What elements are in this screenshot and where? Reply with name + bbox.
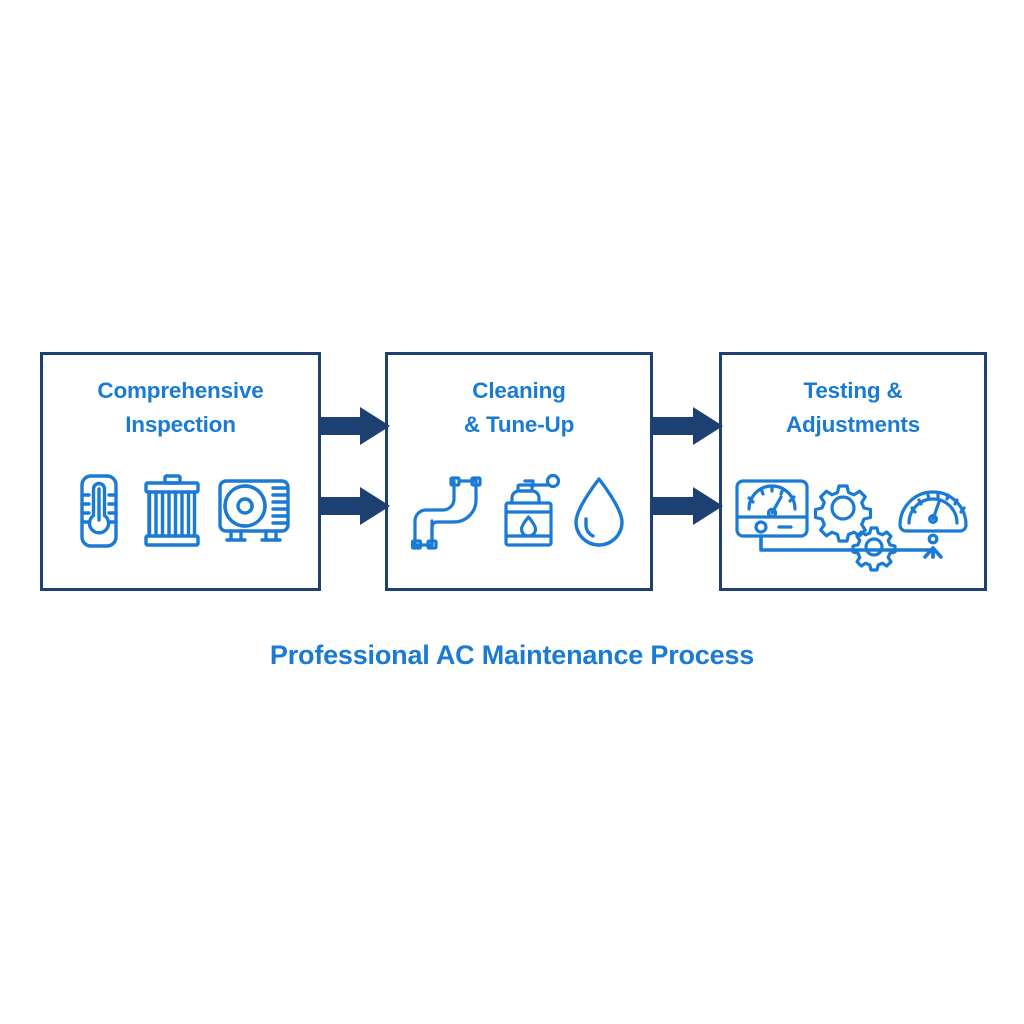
water-droplet-icon — [570, 475, 628, 556]
arrow-step2-to-step3-bottom — [651, 487, 723, 525]
step-title-testing-adjustments: Testing & Adjustments — [785, 378, 921, 438]
pressure-gauge-icon — [898, 490, 968, 545]
gears-icon — [813, 484, 897, 572]
multimeter-icon — [735, 479, 809, 538]
process-step-testing-adjustments[interactable]: Testing & Adjustments — [719, 352, 987, 591]
arrow-step1-to-step2-top — [318, 407, 390, 445]
thermometer-icon — [71, 473, 127, 554]
process-step-comprehensive-inspection[interactable]: Comprehensive Inspection — [40, 352, 321, 591]
icon-row-testing — [722, 473, 984, 573]
icon-row-inspection — [43, 473, 318, 554]
testing-icons-group — [735, 479, 968, 572]
step-title-comprehensive-inspection: Comprehensive Inspection — [97, 378, 264, 438]
icon-row-cleaning — [388, 473, 650, 558]
pipes-icon — [410, 475, 488, 556]
arrow-step2-to-step3-top — [651, 407, 723, 445]
spray-canister-icon — [498, 473, 561, 558]
step-title-cleaning-tune-up: Cleaning & Tune-Up — [463, 378, 575, 438]
air-filter-icon — [141, 473, 203, 554]
process-step-cleaning-tune-up[interactable]: Cleaning & Tune-Up — [385, 352, 653, 591]
connector-wire — [759, 534, 943, 559]
ac-condenser-unit-icon — [217, 475, 291, 552]
diagram-caption: Professional AC Maintenance Process — [269, 640, 755, 670]
arrow-step1-to-step2-bottom — [318, 487, 390, 525]
